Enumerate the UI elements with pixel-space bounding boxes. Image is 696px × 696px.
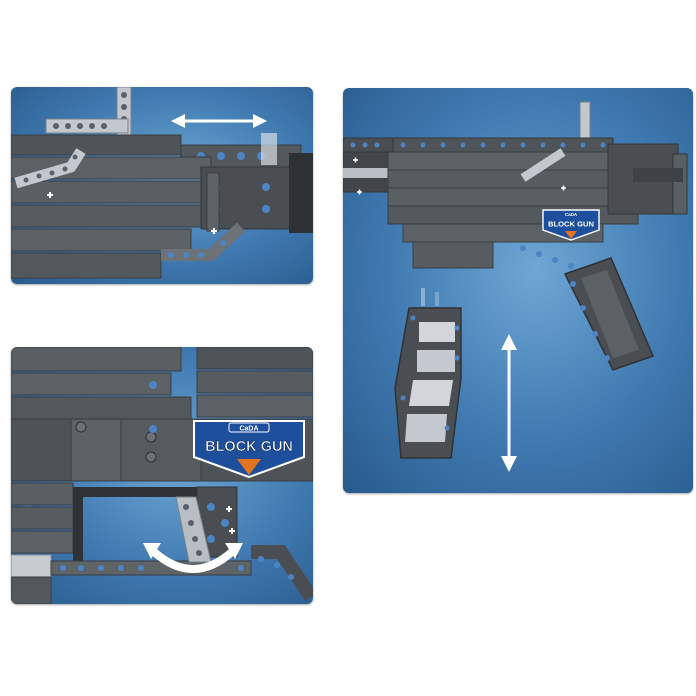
block-gun-badge-small: CaDA BLOCK GUN — [542, 209, 600, 241]
badge-small-text: CaDA — [239, 426, 258, 433]
curved-double-arrow-icon — [143, 543, 243, 573]
block-gun-badge: CaDA BLOCK GUN — [193, 420, 305, 479]
panel-trigger-closeup: CaDA BLOCK GUN — [11, 347, 313, 604]
magazine — [394, 288, 462, 459]
full-gun-illustration: CaDA BLOCK GUN — [343, 101, 688, 472]
trigger-section-illustration: CaDA BLOCK GUN — [11, 347, 313, 604]
double-arrow-vertical-icon — [501, 334, 517, 472]
panel-full-gun: CaDA BLOCK GUN — [343, 88, 693, 493]
badge-main-text-2: BLOCK GUN — [548, 220, 594, 229]
badge-main-text: BLOCK GUN — [205, 439, 293, 455]
double-arrow-horizontal-icon — [171, 114, 267, 128]
rear-section-illustration — [11, 87, 313, 279]
panel-rear-closeup — [11, 87, 313, 284]
badge-small-text-2: CaDA — [565, 212, 578, 217]
